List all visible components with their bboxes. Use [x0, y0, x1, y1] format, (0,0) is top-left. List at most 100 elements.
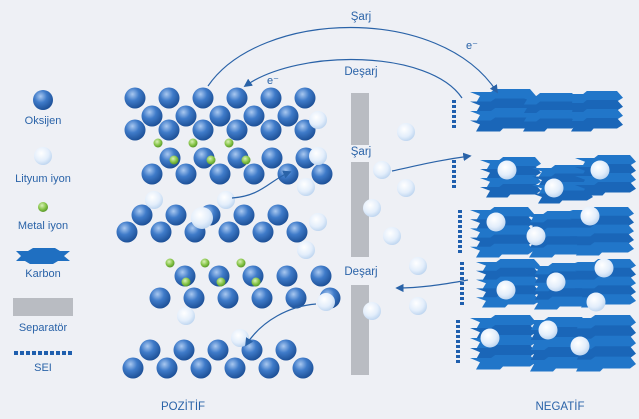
lithium-ion	[217, 191, 235, 209]
carbon-stack	[517, 93, 578, 132]
oxygen-atom	[277, 105, 299, 127]
lithium-ion	[496, 280, 516, 300]
oxygen-atom	[285, 287, 307, 309]
oxygen-atom	[141, 163, 163, 185]
lithium-ion	[409, 257, 427, 275]
legend-sei-label: SEI	[34, 362, 52, 374]
electron-left-label: e⁻	[267, 75, 279, 87]
oxygen-atom	[310, 265, 332, 287]
oxygen-atom	[286, 221, 308, 243]
negative-electrode-label: NEGATİF	[536, 400, 585, 413]
lithium-ion	[191, 207, 213, 229]
separator-bar-bottom	[351, 285, 369, 375]
metal-ion	[188, 138, 198, 148]
metal-ion	[165, 258, 175, 268]
oxygen-atom	[175, 163, 197, 185]
oxygen-atom	[158, 87, 180, 109]
separator-bar-top	[351, 93, 369, 145]
oxygen-atom	[124, 87, 146, 109]
separator-bar-middle	[351, 162, 369, 257]
oxygen-atom	[275, 339, 297, 361]
charge-top-label: Şarj	[351, 11, 371, 23]
lithium-ion	[231, 329, 249, 347]
legend-carbon-icon	[16, 248, 70, 264]
legend-separator-icon	[13, 298, 73, 316]
discharge-left-arrow	[245, 303, 317, 347]
oxygen-atom	[139, 339, 161, 361]
oxygen-atom	[209, 163, 231, 185]
carbon-stack	[470, 315, 536, 370]
oxygen-atom	[175, 105, 197, 127]
oxygen-atom	[209, 105, 231, 127]
lithium-ion	[538, 320, 558, 340]
lithium-ion	[497, 160, 517, 180]
discharge-arc-arrow	[243, 58, 463, 99]
metal-ion	[216, 277, 226, 287]
legend-oxygen-icon	[33, 90, 53, 110]
metal-ion	[224, 138, 234, 148]
oxygen-atom	[158, 119, 180, 141]
electron-right-label: e⁻	[466, 40, 478, 52]
carbon-stack	[523, 211, 587, 258]
oxygen-atom	[233, 204, 255, 226]
carbon-stack	[470, 207, 534, 258]
legend-oxygen-label: Oksijen	[25, 115, 62, 127]
lithium-ion	[309, 111, 327, 129]
lithium-ion	[409, 297, 427, 315]
metal-ion	[153, 138, 163, 148]
oxygen-atom	[131, 204, 153, 226]
lithium-ion	[546, 272, 566, 292]
oxygen-atom	[116, 221, 138, 243]
lithium-ion	[590, 160, 610, 180]
discharge-mid-label: Deşarj	[344, 266, 377, 278]
lithium-ion	[383, 227, 401, 245]
oxygen-atom	[218, 221, 240, 243]
oxygen-atom	[183, 287, 205, 309]
lithium-ion	[145, 191, 163, 209]
oxygen-atom	[252, 221, 274, 243]
discharge-right-arrow	[395, 279, 469, 293]
charge-mid-arrow	[231, 170, 292, 199]
lithium-ion	[297, 178, 315, 196]
oxygen-atom	[124, 119, 146, 141]
lithium-ion	[309, 213, 327, 231]
lithium-ion	[486, 212, 506, 232]
oxygen-atom	[156, 357, 178, 379]
oxygen-atom	[192, 119, 214, 141]
arrows	[207, 26, 498, 347]
oxygen-atom	[258, 357, 280, 379]
separator	[351, 93, 369, 375]
lithium-ion	[594, 258, 614, 278]
carbon-stack	[565, 91, 623, 132]
charge-mid-label: Şarj	[351, 146, 371, 158]
oxygen-atom	[165, 204, 187, 226]
oxygen-atom	[190, 357, 212, 379]
oxygen-atom	[260, 119, 282, 141]
oxygen-atom	[149, 287, 171, 309]
oxygen-atom	[122, 357, 144, 379]
lithium-ion	[177, 307, 195, 325]
oxygen-atom	[260, 87, 282, 109]
discharge-top-label: Deşarj	[344, 66, 377, 78]
oxygen-atom	[217, 287, 239, 309]
oxygen-atom	[277, 163, 299, 185]
oxygen-atom	[226, 87, 248, 109]
carbon-stack	[570, 207, 634, 256]
oxygen-atom	[243, 163, 265, 185]
oxygen-atom	[226, 119, 248, 141]
legend-separator-label: Separatör	[19, 322, 68, 334]
oxygen-atom	[261, 147, 283, 169]
lithium-ion	[397, 123, 415, 141]
oxygen-atom	[243, 105, 265, 127]
metal-ion	[241, 155, 251, 165]
oxygen-atom	[150, 221, 172, 243]
metal-ion	[200, 258, 210, 268]
lithium-ion	[297, 241, 315, 259]
charge-right-arrow	[391, 152, 472, 172]
legend-lithium-icon	[34, 147, 52, 165]
metal-ion	[236, 258, 246, 268]
legend-lithium-label: Lityum iyon	[15, 173, 71, 185]
oxygen-atom	[192, 87, 214, 109]
oxygen-atom	[276, 265, 298, 287]
oxygen-atom	[294, 87, 316, 109]
